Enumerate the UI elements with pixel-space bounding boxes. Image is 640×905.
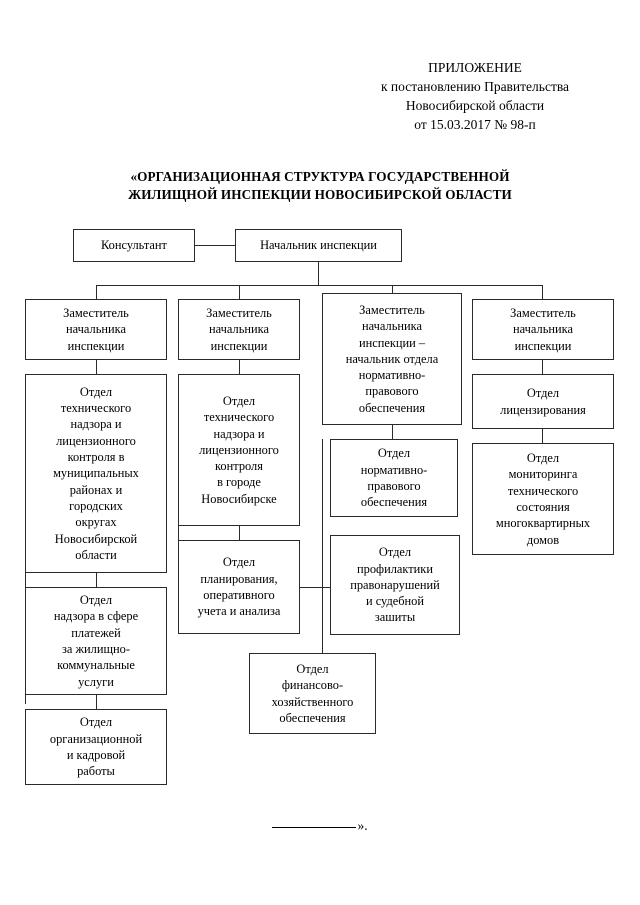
connector-deputy-bus	[96, 285, 543, 287]
node-consultant[interactable]: Консультант	[73, 229, 195, 262]
footer-closing-quote: ».	[357, 818, 368, 833]
connector-col1-to-hr	[96, 695, 98, 709]
header-line-2: к постановлению Правительства	[380, 79, 570, 94]
connector-col3-to-finance	[322, 587, 324, 671]
title-line-2: ЖИЛИЩНОЙ ИНСПЕКЦИИ НОВОСИБИРСКОЙ ОБЛАСТИ	[128, 187, 512, 202]
header-line-4: от 15.03.2017 № 98-п	[414, 117, 536, 132]
connector-col3-to-prevention	[322, 587, 330, 589]
title-line-1: «ОРГАНИЗАЦИОННАЯ СТРУКТУРА ГОСУДАРСТВЕНН…	[130, 169, 510, 184]
header-line-1: ПРИЛОЖЕНИЕ	[428, 60, 522, 75]
document-header: ПРИЛОЖЕНИЕ к постановлению Правительства…	[330, 58, 620, 134]
connector-drop-deputy4	[542, 285, 544, 299]
connector-consultant-chief	[195, 245, 235, 247]
connector-planning-to-trunk	[300, 587, 322, 589]
node-chief[interactable]: Начальник инспекции	[235, 229, 402, 262]
connector-col1-to-payments	[96, 573, 98, 587]
page-title: «ОРГАНИЗАЦИОННАЯ СТРУКТУРА ГОСУДАРСТВЕНН…	[60, 168, 580, 204]
footer: ».	[0, 818, 640, 834]
connector-col3-side	[322, 439, 324, 671]
connector-deputy4-trunk	[542, 360, 544, 374]
connector-deputy3-trunk	[392, 425, 394, 439]
footer-rule	[272, 827, 357, 828]
connector-deputy2-trunk	[239, 360, 241, 374]
connector-drop-deputy1	[96, 285, 98, 299]
connector-chief-down	[318, 261, 320, 286]
connector-col2-to-planning	[239, 526, 241, 540]
node-consultant-label: Консультант	[101, 238, 167, 253]
connector-drop-deputy2	[239, 285, 241, 299]
node-chief-label: Начальник инспекции	[260, 238, 377, 253]
header-line-3: Новосибирской области	[405, 98, 545, 113]
connector-col4-to-monitoring	[542, 429, 544, 443]
connector-drop-deputy3	[392, 285, 394, 299]
connector-deputy1-trunk	[96, 360, 98, 374]
